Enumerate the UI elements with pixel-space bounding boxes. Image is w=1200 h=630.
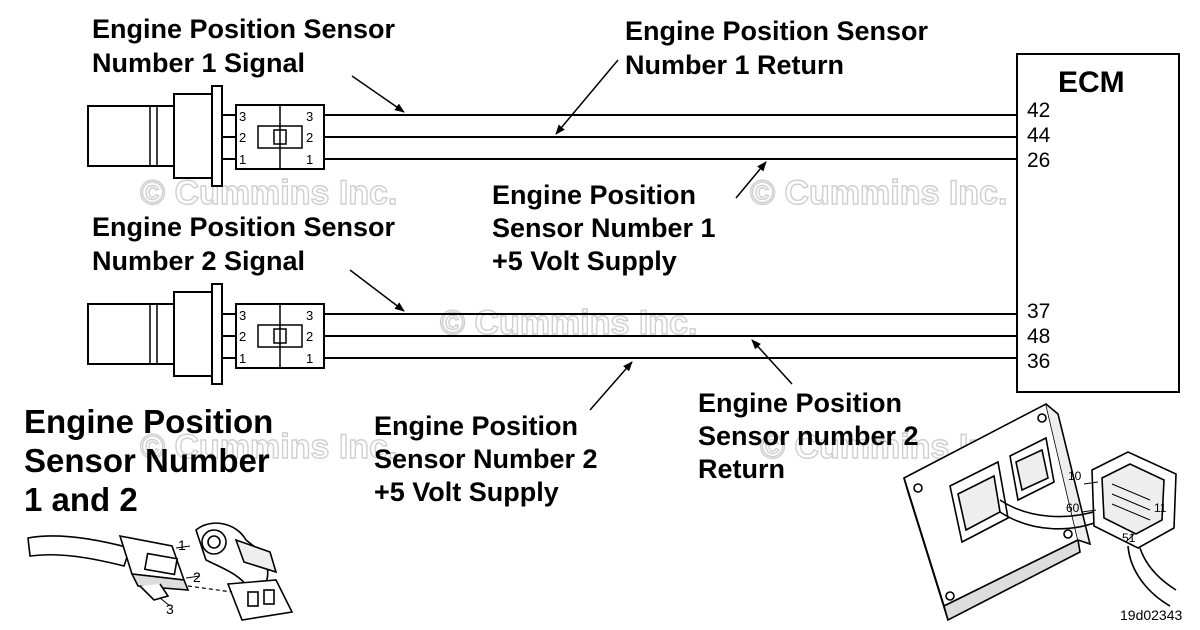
svg-text:Engine Position: Engine Position — [374, 411, 578, 441]
svg-text:Number 1 Return: Number 1 Return — [625, 50, 844, 80]
svg-text:+5 Volt Supply: +5 Volt Supply — [492, 246, 677, 276]
ecm-pin-42: 42 — [1027, 99, 1050, 122]
component-title: Engine Position Sensor Number 1 and 2 — [24, 403, 273, 518]
svg-text:Engine Position Sensor: Engine Position Sensor — [625, 16, 929, 46]
svg-text:Sensor number 2: Sensor number 2 — [698, 421, 919, 451]
sensor-2-body — [87, 283, 236, 385]
svg-text:Sensor Number 1: Sensor Number 1 — [492, 213, 716, 243]
label-s1-return: Engine Position Sensor Number 1 Return — [625, 16, 929, 80]
s1-right-pin-3: 3 — [306, 109, 313, 124]
svg-text:Sensor Number: Sensor Number — [24, 442, 270, 479]
arrow-s1-signal — [351, 75, 405, 113]
photo-callout-1: 1 — [178, 537, 186, 553]
ecm-illustration-callouts: 10 60 11 51 — [1066, 469, 1167, 545]
ecm-pin-48: 48 — [1027, 325, 1050, 348]
s1-left-pin-1: 1 — [239, 152, 246, 167]
ecm-title: ECM — [1058, 66, 1125, 99]
s1-right-pin-1: 1 — [306, 152, 313, 167]
label-s1-signal: Engine Position Sensor Number 1 Signal — [92, 14, 396, 78]
svg-text:Sensor Number 2: Sensor Number 2 — [374, 444, 598, 474]
ecm-pin-26: 26 — [1027, 149, 1050, 172]
sensor-1-wires — [324, 114, 1017, 160]
arrow-s2-return — [751, 339, 793, 385]
watermarks: © Cummins Inc. © Cummins Inc. © Cummins … — [139, 173, 1018, 466]
label-s2-supply: Engine Position Sensor Number 2 +5 Volt … — [374, 411, 598, 507]
arrow-s1-return — [555, 59, 619, 135]
ecm-callout-10: 10 — [1068, 469, 1082, 483]
ecm-callout-60: 60 — [1066, 501, 1080, 515]
s1-left-pin-2: 2 — [239, 130, 246, 145]
figure-id: 19d02343 — [1120, 607, 1183, 623]
leader-arrows — [349, 59, 793, 411]
s1-right-pin-2: 2 — [306, 130, 313, 145]
svg-text:Number 1 Signal: Number 1 Signal — [92, 48, 305, 78]
ecm-pin-37: 37 — [1027, 300, 1050, 323]
svg-text:Number 2 Signal: Number 2 Signal — [92, 246, 305, 276]
photo-callout-2: 2 — [193, 569, 201, 585]
ecm-callout-51: 51 — [1122, 531, 1136, 545]
sensor-2-connector: 3 2 1 3 2 1 — [235, 303, 325, 369]
svg-text:Engine Position: Engine Position — [24, 403, 273, 440]
photo-callout-3: 3 — [166, 601, 174, 617]
watermark-2: © Cummins Inc. — [750, 174, 1007, 212]
sensor-1-connector: 3 2 1 3 2 1 — [235, 104, 325, 170]
s2-left-pin-1: 1 — [239, 351, 246, 366]
ecm-pin-36: 36 — [1027, 350, 1050, 373]
label-s2-return: Engine Position Sensor number 2 Return — [698, 388, 919, 484]
svg-text:Return: Return — [698, 454, 785, 484]
svg-text:Engine Position Sensor: Engine Position Sensor — [92, 212, 396, 242]
ecm-pin-44: 44 — [1027, 124, 1051, 147]
ecm-illustration — [903, 402, 1177, 622]
svg-text:+5 Volt Supply: +5 Volt Supply — [374, 477, 559, 507]
svg-text:1 and 2: 1 and 2 — [24, 481, 138, 518]
watermark-4: © Cummins Inc. — [140, 428, 397, 466]
s2-right-pin-3: 3 — [306, 308, 313, 323]
label-s2-signal: Engine Position Sensor Number 2 Signal — [92, 212, 396, 276]
sensor-illustration — [27, 522, 294, 621]
svg-text:Engine Position: Engine Position — [698, 388, 902, 418]
s2-left-pin-3: 3 — [239, 308, 246, 323]
label-s1-supply: Engine Position Sensor Number 1 +5 Volt … — [492, 180, 716, 276]
svg-text:Engine Position: Engine Position — [492, 180, 696, 210]
ecm-callout-11: 11 — [1154, 501, 1167, 515]
svg-text:Engine Position Sensor: Engine Position Sensor — [92, 14, 396, 44]
s1-left-pin-3: 3 — [239, 109, 246, 124]
s2-left-pin-2: 2 — [239, 329, 246, 344]
sensor-illustration-callouts: 1 2 3 — [166, 537, 201, 617]
s2-right-pin-1: 1 — [306, 351, 313, 366]
arrow-s1-supply — [735, 161, 767, 199]
arrow-s2-supply — [589, 361, 633, 411]
sensor-2-wires — [324, 313, 1017, 359]
arrow-s2-signal — [349, 269, 405, 312]
ecm-box: ECM 42 44 26 37 48 36 — [1016, 53, 1180, 393]
sensor-1-body — [87, 85, 236, 187]
s2-right-pin-2: 2 — [306, 329, 313, 344]
watermark-1: © Cummins Inc. — [140, 174, 397, 212]
